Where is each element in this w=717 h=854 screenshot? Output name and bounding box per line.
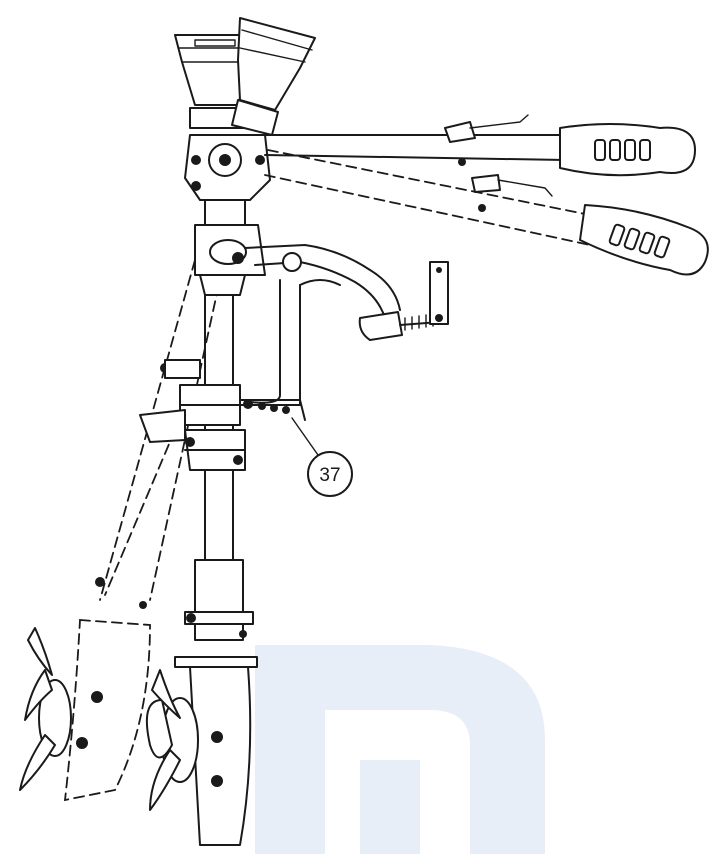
tilt-lever bbox=[139, 359, 319, 471]
callout-label: 37 bbox=[319, 465, 340, 486]
callout-37: 37 bbox=[307, 451, 353, 497]
tiller-tilted bbox=[264, 149, 709, 276]
clamp-bracket bbox=[244, 244, 449, 406]
swivel-bracket bbox=[184, 134, 271, 296]
head-tilted bbox=[231, 17, 316, 136]
watermark-logo bbox=[255, 645, 545, 854]
lower-unit-tilted bbox=[19, 619, 151, 802]
lower-unit-upright bbox=[146, 656, 258, 846]
head-upright bbox=[174, 34, 256, 129]
tiller-upright bbox=[264, 114, 696, 177]
shaft-upright bbox=[184, 289, 254, 641]
